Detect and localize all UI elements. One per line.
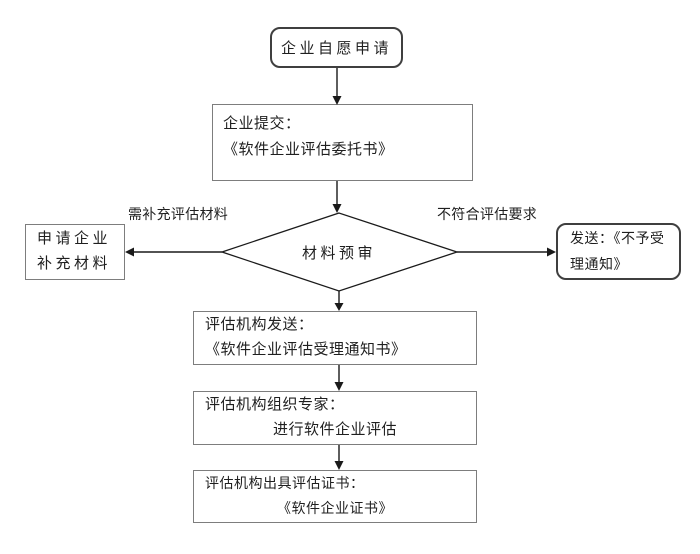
start-node-label: 企业自愿申请 (280, 41, 392, 57)
expert-evaluation-line2: 进行软件企业评估 (272, 422, 397, 438)
start-node: 企业自愿申请 (270, 27, 403, 68)
reject-notice-node: 发送：《不予受 理通知》 (556, 223, 681, 280)
acceptance-notice-line1: 评估机构发送： (205, 317, 314, 333)
submit-node-line1: 企业提交： (223, 116, 301, 132)
reject-notice-line1: 发送：《不予受 (570, 232, 665, 247)
arrowhead-submit-to-decision (332, 204, 342, 213)
arrowhead-decision-to-acceptance (334, 303, 344, 311)
arrowhead-decision-to-reject (547, 247, 556, 257)
submit-node-line2: 《软件企业评估委托书》 (223, 142, 394, 158)
supplement-node-line1: 申请企业 (37, 231, 112, 247)
branch-label-reject: 不符合评估要求 (437, 208, 538, 223)
reject-notice-line2: 理通知》 (570, 258, 628, 273)
certificate-line2: 《软件企业证书》 (277, 502, 393, 517)
arrowhead-expert-to-certificate (334, 461, 344, 470)
submit-node: 企业提交： 《软件企业评估委托书》 (212, 104, 473, 181)
acceptance-notice-line2: 《软件企业评估受理通知书》 (205, 342, 407, 358)
expert-evaluation-line1: 评估机构组织专家： (205, 397, 345, 413)
decision-label: 材料预审 (301, 246, 376, 262)
branch-label-supplement: 需补充评估材料 (128, 208, 229, 223)
expert-evaluation-node: 评估机构组织专家： 进行软件企业评估 (193, 391, 477, 445)
certificate-node: 评估机构出具评估证书： 《软件企业证书》 (193, 470, 477, 523)
supplement-node: 申请企业 补充材料 (25, 224, 125, 280)
arrowhead-acceptance-to-expert (334, 382, 344, 391)
acceptance-notice-node: 评估机构发送： 《软件企业评估受理通知书》 (193, 311, 477, 365)
arrowhead-decision-to-supplement (125, 247, 134, 257)
certificate-line1: 评估机构出具评估证书： (205, 477, 365, 492)
supplement-node-line2: 补充材料 (37, 256, 112, 272)
